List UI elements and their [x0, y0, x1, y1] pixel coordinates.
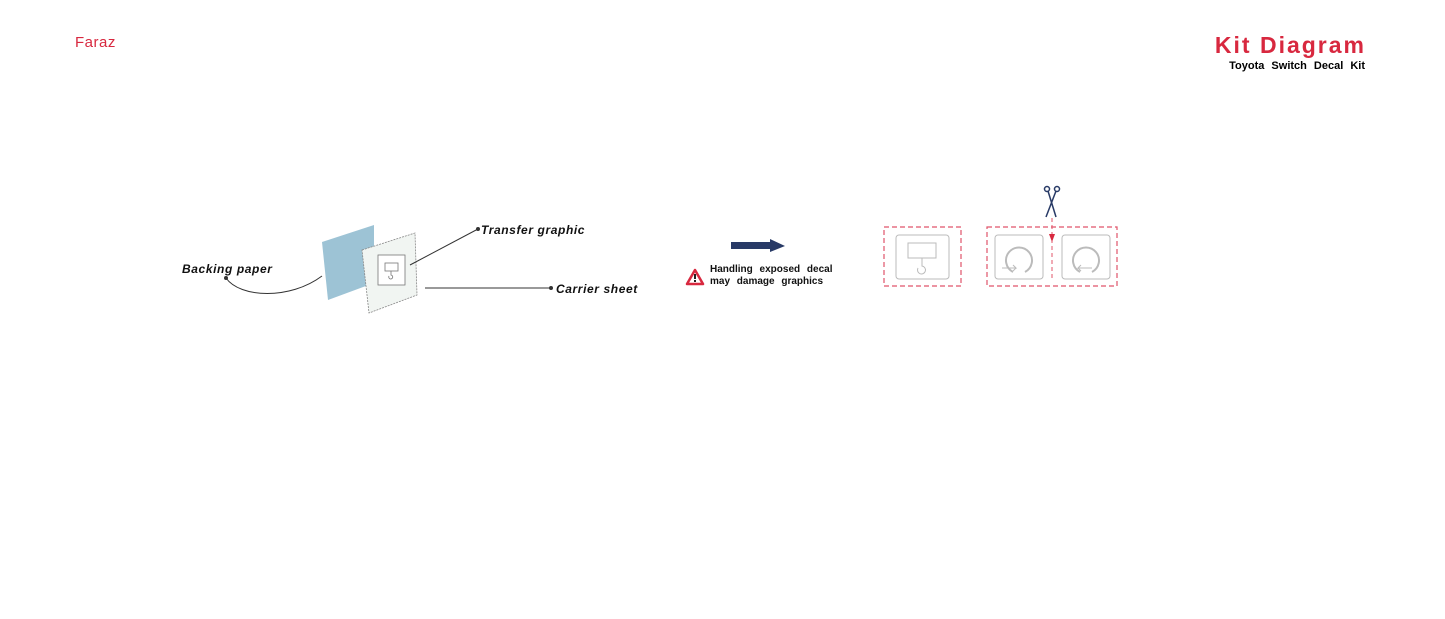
transfer-graphic-label: Transfer graphic	[481, 223, 586, 237]
warning-line-1: Handling exposed decal	[710, 264, 833, 275]
backing-paper-sheet	[322, 225, 374, 300]
decal-winch	[895, 234, 950, 280]
backing-paper-label: Backing paper	[182, 262, 273, 276]
arrow-right-icon	[731, 239, 785, 252]
warning-line-2: may damage graphics	[710, 276, 824, 287]
cut-outline-single	[883, 226, 962, 287]
recirculate-icon	[1005, 246, 1033, 273]
brand-logo: Faraz	[75, 34, 116, 51]
backing-leader	[225, 275, 323, 294]
transfer-leader	[409, 228, 479, 266]
scissors-icon	[1043, 185, 1061, 218]
winch-icon	[384, 262, 399, 280]
page-title: Kit Diagram	[1214, 32, 1366, 58]
transfer-graphic	[377, 254, 406, 286]
warning-text: Handling exposed decal may damage graphi…	[710, 264, 832, 288]
decal-fresh-air	[1061, 234, 1111, 280]
page-subtitle: Toyota Switch Decal Kit	[1229, 60, 1365, 72]
carrier-sheet-label: Carrier sheet	[556, 282, 638, 296]
warning-icon	[685, 268, 705, 286]
fresh-air-icon	[1072, 246, 1100, 273]
cut-arrow	[1049, 234, 1055, 242]
decal-recirculate	[994, 234, 1044, 280]
